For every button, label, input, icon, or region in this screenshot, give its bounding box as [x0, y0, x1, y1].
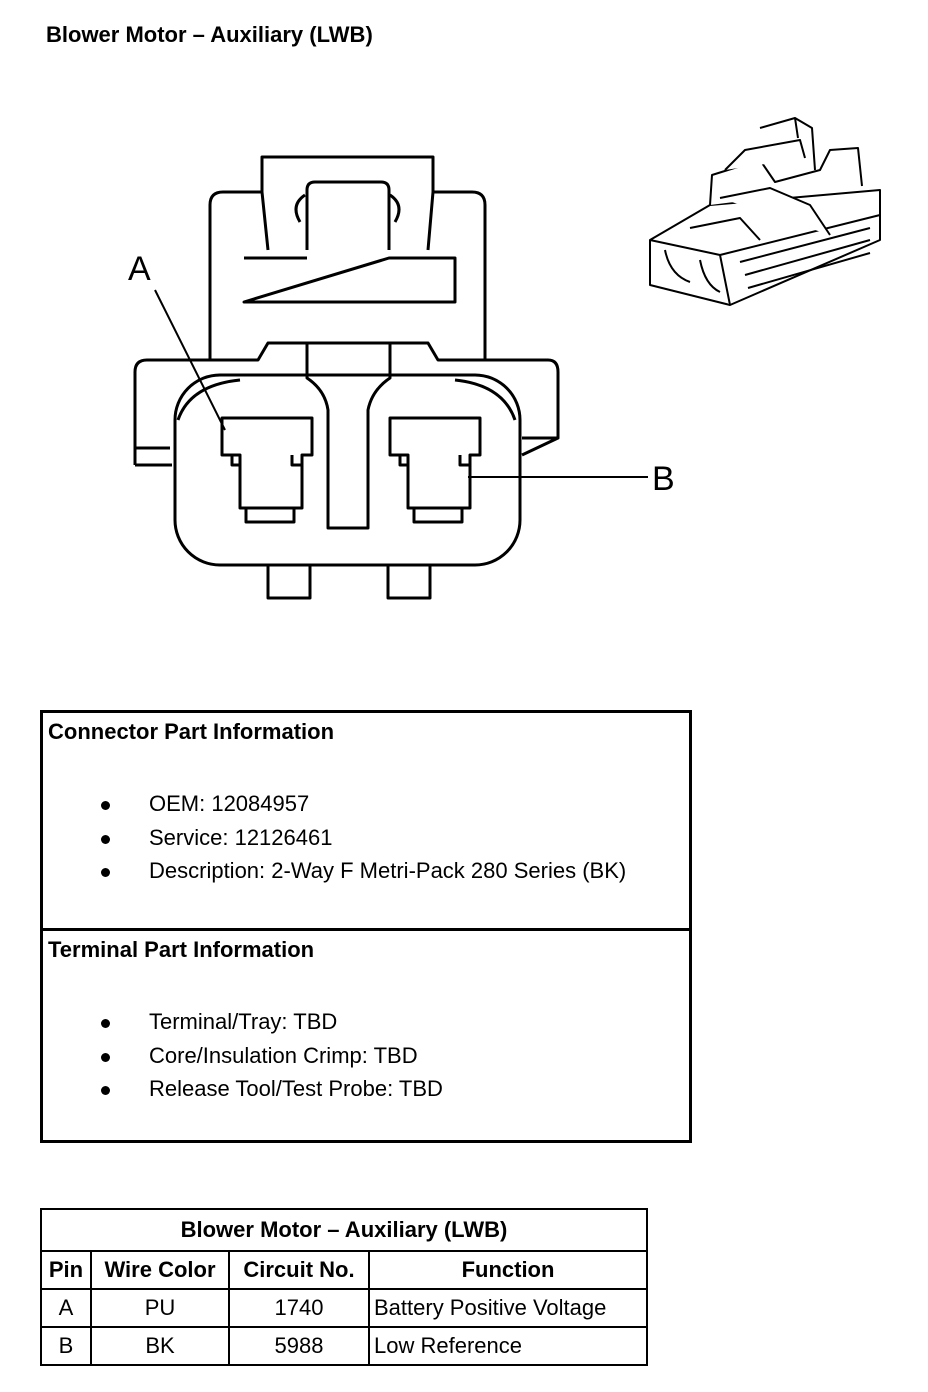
part-info-box: Connector Part Information OEM: 12084957…	[40, 710, 692, 1143]
list-item: OEM: 12084957	[101, 791, 626, 825]
terminal-info-heading: Terminal Part Information	[48, 937, 315, 962]
leader-a	[154, 289, 226, 431]
pin-a-label: A	[128, 250, 151, 288]
list-item: Release Tool/Test Probe: TBD	[101, 1076, 443, 1110]
bullet-icon	[101, 868, 110, 877]
bottom-tab-left	[266, 565, 312, 600]
shroud	[133, 341, 560, 465]
page-title: Blower Motor – Auxiliary (LWB)	[46, 22, 373, 47]
latch-housing	[208, 155, 487, 360]
header-wire-color: Wire Color	[90, 1250, 230, 1290]
connector-info-heading: Connector Part Information	[48, 719, 335, 744]
terminal-info-section: Terminal Part Information Terminal/Tray:…	[43, 931, 689, 1143]
cell-wire-color: BK	[90, 1326, 230, 1366]
cell-function: Battery Positive Voltage	[368, 1288, 648, 1328]
pin-b-label: B	[652, 460, 675, 498]
table-row: B BK 5988 Low Reference	[40, 1326, 648, 1366]
bullet-icon	[101, 834, 110, 844]
table-row: A PU 1740 Battery Positive Voltage	[40, 1288, 648, 1328]
list-item: Terminal/Tray: TBD	[101, 1009, 443, 1043]
header-pin: Pin	[40, 1250, 92, 1290]
connector-3d-view	[649, 117, 881, 306]
connector-info-section: Connector Part Information OEM: 12084957…	[43, 713, 689, 931]
header-function: Function	[368, 1250, 648, 1290]
bullet-icon	[101, 1052, 110, 1062]
cell-pin: A	[40, 1288, 92, 1328]
connector-info-list: OEM: 12084957 Service: 12126461 Descript…	[101, 791, 626, 892]
cavity-a	[220, 416, 314, 510]
connector-body	[173, 373, 522, 567]
pin-table-caption: Blower Motor – Auxiliary (LWB)	[40, 1208, 648, 1252]
header-circuit-no: Circuit No.	[228, 1250, 370, 1290]
latch-tab	[305, 180, 391, 250]
center-divider	[305, 343, 392, 530]
cell-wire-color: PU	[90, 1288, 230, 1328]
bullet-icon	[101, 801, 110, 810]
cell-pin: B	[40, 1326, 92, 1366]
bullet-icon	[101, 1019, 110, 1028]
connector-diagram: A B	[128, 117, 881, 600]
terminal-info-list: Terminal/Tray: TBD Core/Insulation Crimp…	[101, 1009, 443, 1110]
pin-table-header: Pin Wire Color Circuit No. Function	[40, 1250, 648, 1290]
cell-circuit-no: 1740	[228, 1288, 370, 1328]
bottom-tab-right	[386, 565, 432, 600]
cavity-b	[388, 416, 482, 510]
cell-circuit-no: 5988	[228, 1326, 370, 1366]
list-item: Core/Insulation Crimp: TBD	[101, 1043, 443, 1077]
pin-table: Blower Motor – Auxiliary (LWB) Pin Wire …	[40, 1208, 648, 1366]
bullet-icon	[101, 1086, 110, 1095]
list-item: Service: 12126461	[101, 825, 626, 859]
list-item: Description: 2-Way F Metri-Pack 280 Seri…	[101, 858, 626, 892]
cell-function: Low Reference	[368, 1326, 648, 1366]
